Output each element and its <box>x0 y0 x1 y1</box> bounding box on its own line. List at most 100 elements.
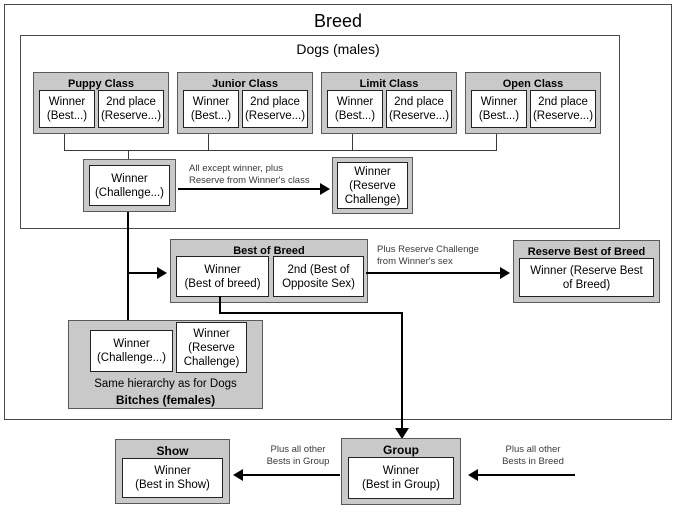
show-winner-line1: Winner <box>154 465 191 477</box>
reserve-line2: (Reserve <box>349 179 396 192</box>
arrow-line-to-reserve-best-of-breed <box>366 272 502 274</box>
connector-drop-open <box>496 134 497 151</box>
arrow-line-breed-to-group <box>478 474 575 476</box>
bitches-reserve-line3: Challenge) <box>183 355 240 368</box>
group-winner-line2: (Best in Group) <box>362 479 440 491</box>
arrow-line-challenge-to-reserve <box>178 188 322 190</box>
winner-line2: (Best...) <box>46 110 88 122</box>
challenge-note: All except winner, plus Reserve from Win… <box>189 163 310 187</box>
second-line1: 2nd place <box>394 96 444 108</box>
show-title: Show <box>156 444 189 458</box>
rbob-line1: Winner (Reserve Best <box>530 264 643 277</box>
class-winner-limit: Winner (Best...) <box>327 90 383 128</box>
rbob-line2: of Breed) <box>562 278 611 291</box>
bitches-challenge-winner: Winner (Challenge...) <box>90 330 173 372</box>
arrow-line-group-to-show <box>243 474 340 476</box>
class-second-limit: 2nd place (Reserve...) <box>386 90 452 128</box>
arrow-head-challenge-to-reserve <box>320 183 330 195</box>
reserve-line1: Winner <box>354 165 391 178</box>
challenge-note-line2: Reserve from Winner's class <box>189 175 310 186</box>
reserve-best-of-breed-title: Reserve Best of Breed <box>527 246 646 258</box>
bob-winner-line1: Winner <box>204 263 241 276</box>
arrow-head-group-to-show <box>233 469 243 481</box>
group-note: Plus all other Bests in Breed <box>478 444 588 468</box>
group-title: Group <box>383 443 419 457</box>
second-line1: 2nd place <box>250 96 300 108</box>
bitches-reserve-line1: Winner <box>193 327 230 340</box>
reserve-line3: Challenge) <box>344 193 401 206</box>
trunk-dogs-challenge <box>127 212 129 324</box>
class-second-open: 2nd place (Reserve...) <box>530 90 596 128</box>
winner-line2: (Best...) <box>478 110 520 122</box>
show-note-line2: Bests in Group <box>266 456 330 467</box>
winner-line2: (Best...) <box>334 110 376 122</box>
group-winner: Winner (Best in Group) <box>348 457 454 499</box>
connector-drop-junior <box>208 134 209 151</box>
best-of-breed-title: Best of Breed <box>233 245 305 257</box>
second-line2: (Reserve...) <box>100 110 162 122</box>
arrow-head-breed-to-group <box>468 469 478 481</box>
challenge-winner-dogs: Winner (Challenge...) <box>89 165 170 206</box>
group-note-line1: Plus all other <box>505 444 561 455</box>
group-winner-line1: Winner <box>382 465 420 477</box>
winner-line1: Winner <box>192 96 230 108</box>
bob-to-group-vertical <box>401 312 403 434</box>
dogs-frame <box>20 35 620 229</box>
connector-drop-limit <box>352 134 353 151</box>
reserve-best-note: Plus Reserve Challenge from Winner's sex <box>377 244 479 268</box>
bitches-reserve-line2: (Reserve <box>188 341 235 354</box>
bob-down-stub <box>219 296 221 313</box>
group-note-line2: Bests in Breed <box>502 456 564 467</box>
show-note: Plus all other Bests in Group <box>243 444 353 468</box>
reserve-best-of-breed-winner: Winner (Reserve Best of Breed) <box>519 258 654 297</box>
class-title-junior: Junior Class <box>211 78 279 90</box>
bitches-reserve-challenge: Winner (Reserve Challenge) <box>176 322 247 373</box>
reserve-best-note-line1: Plus Reserve Challenge <box>377 244 479 255</box>
breed-frame <box>4 4 672 420</box>
class-second-puppy: 2nd place (Reserve...) <box>98 90 164 128</box>
class-title-open: Open Class <box>502 78 564 90</box>
winner-line1: Winner <box>336 96 374 108</box>
reserve-challenge-dogs: Winner (Reserve Challenge) <box>337 162 408 209</box>
second-line2: (Reserve...) <box>388 110 450 122</box>
connector-bus <box>64 150 497 151</box>
class-second-junior: 2nd place (Reserve...) <box>242 90 308 128</box>
connector-bus-to-challenge <box>128 150 129 160</box>
second-line1: 2nd place <box>538 96 588 108</box>
winner-line2: (Best...) <box>190 110 232 122</box>
class-winner-puppy: Winner (Best...) <box>39 90 95 128</box>
arrow-head-to-group <box>395 428 409 439</box>
bitches-subtitle: Same hierarchy as for Dogs <box>94 378 237 390</box>
breed-title: Breed <box>313 11 363 31</box>
bitches-challenge-line1: Winner <box>113 338 150 350</box>
bob-second-line1: 2nd (Best of <box>287 263 350 276</box>
second-line1: 2nd place <box>106 96 156 108</box>
reserve-best-note-line2: from Winner's sex <box>377 256 453 267</box>
best-of-breed-second: 2nd (Best of Opposite Sex) <box>273 256 364 297</box>
winner-line1: Winner <box>480 96 518 108</box>
class-title-puppy: Puppy Class <box>67 78 135 90</box>
best-of-breed-winner: Winner (Best of breed) <box>176 256 269 297</box>
second-line2: (Reserve...) <box>532 110 594 122</box>
bob-second-line2: Opposite Sex) <box>282 277 355 290</box>
bitches-challenge-line2: (Challenge...) <box>96 352 167 364</box>
bitches-title: Bitches (females) <box>115 393 216 407</box>
arrow-head-to-best-of-breed <box>157 267 167 279</box>
second-line2: (Reserve...) <box>244 110 306 122</box>
class-title-limit: Limit Class <box>359 78 419 90</box>
show-winner: Winner (Best in Show) <box>122 458 223 498</box>
branch-line-to-best-of-breed <box>127 272 159 274</box>
arrow-head-to-reserve-best-of-breed <box>500 267 510 279</box>
show-note-line1: Plus all other <box>270 444 326 455</box>
connector-drop-puppy <box>64 134 65 151</box>
dogs-title: Dogs (males) <box>296 41 380 57</box>
class-winner-junior: Winner (Best...) <box>183 90 239 128</box>
challenge-line1: Winner <box>111 172 148 185</box>
winner-line1: Winner <box>48 96 86 108</box>
challenge-note-line1: All except winner, plus <box>189 163 283 174</box>
show-winner-line2: (Best in Show) <box>135 479 210 491</box>
class-winner-open: Winner (Best...) <box>471 90 527 128</box>
bob-winner-line2: (Best of breed) <box>184 277 261 290</box>
challenge-line2: (Challenge...) <box>94 186 165 199</box>
